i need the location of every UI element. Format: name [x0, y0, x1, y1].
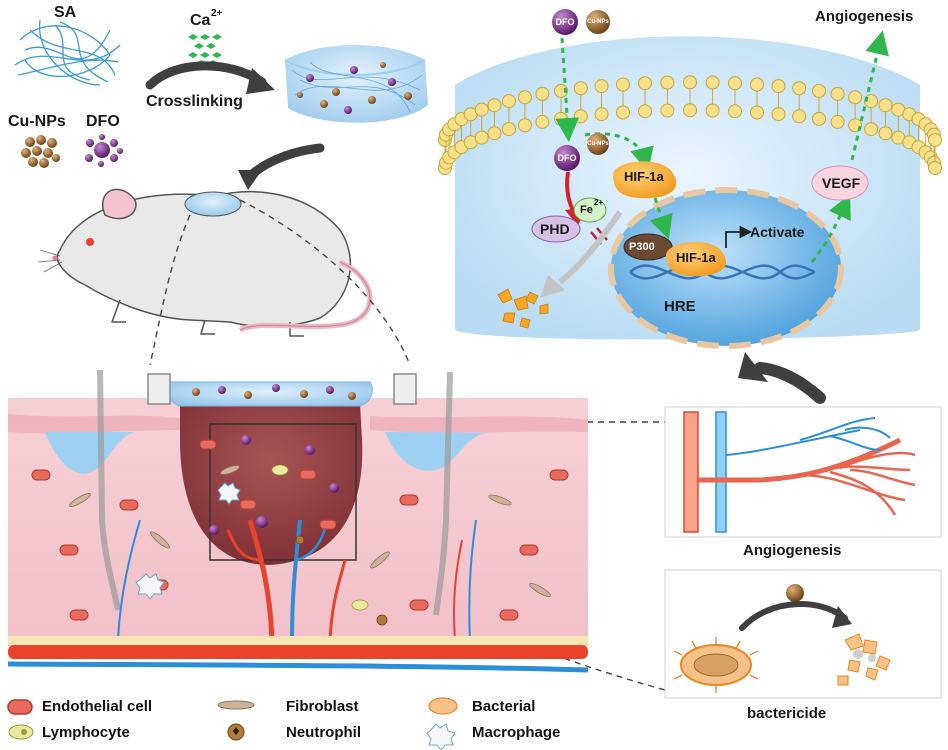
lipid-head — [573, 81, 588, 96]
legend-icons — [7, 697, 458, 750]
lipid-head — [517, 118, 532, 133]
lipid-head — [848, 90, 863, 105]
fe-charge: 2+ — [594, 198, 604, 207]
molecule-shapes — [531, 9, 869, 277]
crosslink-arrow — [145, 61, 267, 90]
dfo-top-label: DFO — [555, 17, 575, 27]
angiogenesis-top-label: Angiogenesis — [815, 8, 914, 25]
lipid-head — [683, 103, 697, 118]
dfo-inside-label: DFO — [557, 153, 577, 163]
legend-bacterial: Bacterial — [472, 698, 536, 715]
pathway-arrows — [555, 30, 889, 263]
angiogenesis-panel-label: Angiogenesis — [743, 542, 842, 559]
activate-label: Activate — [750, 224, 805, 240]
lipid-head — [830, 86, 845, 101]
sa-fiber-icon — [14, 19, 121, 86]
cu-nps-label: Cu-NPs — [8, 113, 66, 130]
activate-arrow — [725, 225, 753, 248]
lipid-head — [812, 83, 826, 98]
lipid-head — [750, 105, 764, 120]
cunps-inside-label: Cu-NPs — [587, 141, 609, 147]
legend-neutrophil: Neutrophil — [286, 724, 361, 741]
p300-label: P300 — [629, 241, 655, 253]
crosslinking-label: Crosslinking — [146, 93, 243, 110]
cu-nanoparticle-icon — [21, 135, 60, 168]
skin-cells — [31, 435, 569, 626]
phd-label: PHD — [540, 221, 570, 237]
hif-cytoplasm-label: HIF-1a — [624, 169, 664, 184]
lipid-head — [554, 111, 568, 126]
panel-to-cell-arrow — [754, 362, 826, 404]
lipid-head — [474, 102, 489, 117]
lipid-head — [535, 114, 550, 129]
dfo-label: DFO — [86, 113, 120, 130]
nucleus — [608, 187, 844, 349]
hre-label: HRE — [664, 298, 696, 315]
lipid-head — [830, 114, 845, 129]
lipid-head — [928, 161, 942, 175]
lipid-head — [792, 109, 807, 124]
degradation-arrow — [558, 210, 623, 285]
lipid-head — [878, 98, 893, 113]
mouse-illustration — [37, 188, 373, 337]
lipid-head — [660, 103, 675, 118]
bactericide-panel-label: bactericide — [747, 705, 827, 722]
lipid-head — [771, 107, 786, 122]
lipid-head — [683, 75, 697, 90]
lipid-head — [594, 107, 609, 122]
lipid-head — [573, 109, 588, 124]
lipid-head — [501, 122, 516, 137]
lipid-head — [638, 104, 652, 119]
lipid-head — [594, 79, 609, 94]
sa-label: SA — [54, 4, 77, 21]
calcium-charge: 2+ — [211, 8, 223, 19]
lipid-head — [792, 81, 807, 96]
lipid-head — [638, 76, 652, 91]
lipid-head — [728, 76, 742, 91]
degraded-fragments-icon — [497, 288, 549, 329]
angiogenesis-panel — [664, 406, 942, 538]
lipid-head — [750, 77, 764, 92]
lipid-head — [616, 105, 630, 120]
bactericide-panel — [664, 569, 942, 699]
lipid-head — [728, 104, 742, 119]
fe-label: Fe — [580, 204, 593, 216]
legend-macrophage: Macrophage — [472, 724, 561, 741]
cunps-top-label: Cu-NPs — [587, 19, 609, 25]
lipid-head — [535, 86, 550, 101]
lipid-head — [517, 90, 532, 105]
calcium-label: Ca — [190, 12, 211, 29]
lipid-head — [660, 75, 675, 90]
lipid-head — [878, 126, 893, 141]
lipid-head — [474, 130, 489, 145]
dfo-molecule-icon — [85, 134, 123, 167]
vegf-label: VEGF — [822, 175, 861, 191]
calcium-ion-icon — [188, 34, 222, 66]
lipid-head — [812, 111, 826, 126]
hif-nucleus-label: HIF-1a — [676, 250, 716, 265]
lipid-head — [864, 122, 879, 137]
legend-lymphocyte: Lymphocyte — [42, 724, 130, 741]
skin-section — [7, 369, 589, 673]
lipid-head — [616, 77, 630, 92]
lipid-head — [771, 79, 786, 94]
lipid-head — [705, 75, 720, 90]
lipid-head — [487, 98, 502, 113]
legend-endothelial: Endothelial cell — [42, 698, 153, 715]
lipid-head — [705, 103, 720, 118]
legend-fibroblast: Fibroblast — [286, 698, 359, 715]
hydrogel-icon — [284, 45, 428, 123]
lipid-head — [487, 126, 502, 141]
lipid-head — [501, 94, 516, 109]
